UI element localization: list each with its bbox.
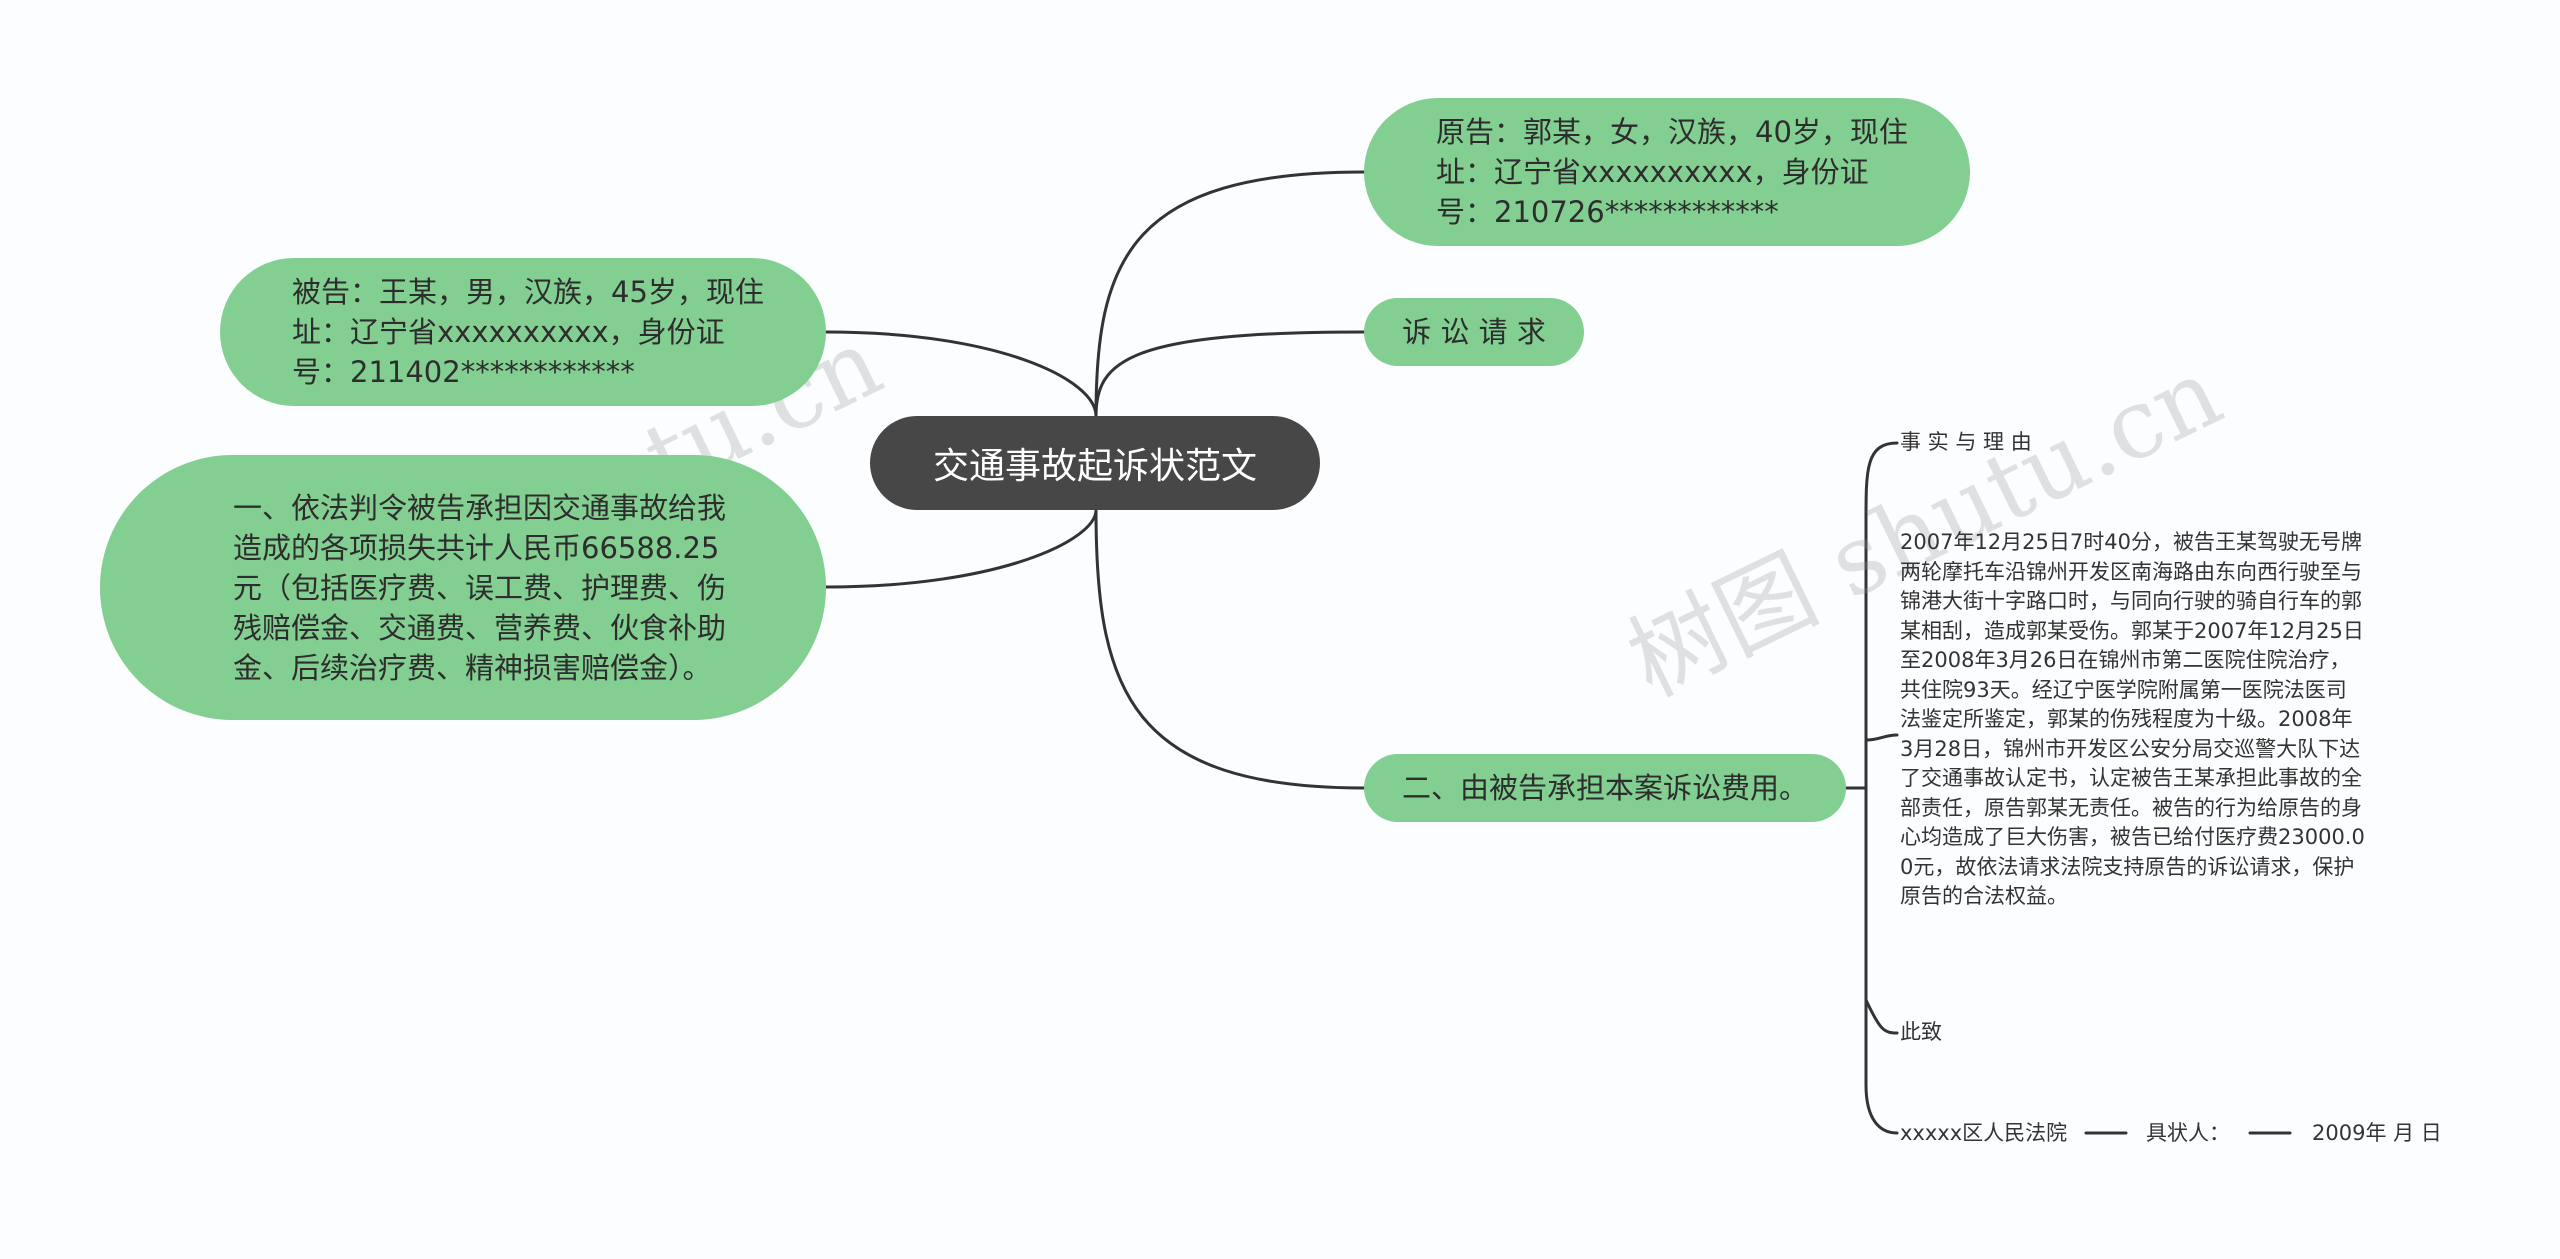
- facts-title: 事 实 与 理 由: [1900, 430, 2032, 454]
- center-node[interactable]: 交通事故起诉状范文: [870, 416, 1320, 510]
- edge-center-claim2: [1094, 508, 1366, 790]
- edge-center-claim1: [824, 508, 1098, 589]
- facts-closing: 此致: [1900, 1020, 1942, 1044]
- claim2-node-label: 二、由被告承担本案诉讼费用。: [1401, 771, 1808, 805]
- claims-node[interactable]: 诉 讼 请 求: [1364, 298, 1584, 366]
- edge-center-plaintiff: [1094, 170, 1366, 418]
- defendant-node[interactable]: 被告：王某，男，汉族，45岁，现住址：辽宁省xxxxxxxxxx，身份证号：21…: [220, 258, 826, 406]
- facts-court: xxxxx区人民法院: [1900, 1121, 2068, 1145]
- bracket-facts: [1864, 441, 1899, 1135]
- bracket-branch-body: [1864, 733, 1899, 742]
- facts-date: 2009年 月 日: [2312, 1121, 2442, 1145]
- edge-center-claims: [1094, 330, 1366, 418]
- facts-body: 2007年12月25日7时40分，被告王某驾驶无号牌两轮摩托车沿锦州开发区南海路…: [1900, 530, 2365, 908]
- defendant-node-label: 被告：王某，男，汉族，45岁，现住址：辽宁省xxxxxxxxxx，身份证号：21…: [292, 275, 764, 389]
- plaintiff-node[interactable]: 原告：郭某，女，汉族，40岁，现住址：辽宁省xxxxxxxxxx，身份证号：21…: [1364, 98, 1970, 246]
- claim1-node-label: 一、依法判令被告承担因交通事故给我造成的各项损失共计人民币66588.25元（包…: [233, 490, 727, 685]
- bracket-branch-closing: [1864, 998, 1899, 1035]
- claims-node-label: 诉 讼 请 求: [1402, 315, 1546, 349]
- claim1-node[interactable]: 一、依法判令被告承担因交通事故给我造成的各项损失共计人民币66588.25元（包…: [100, 455, 826, 720]
- facts-signer: 具状人：: [2146, 1121, 2230, 1145]
- center-node-label: 交通事故起诉状范文: [932, 446, 1257, 487]
- plaintiff-node-label: 原告：郭某，女，汉族，40岁，现住址：辽宁省xxxxxxxxxx，身份证号：21…: [1436, 115, 1908, 229]
- claim2-node[interactable]: 二、由被告承担本案诉讼费用。: [1364, 754, 1846, 822]
- edge-center-defendant: [824, 330, 1098, 418]
